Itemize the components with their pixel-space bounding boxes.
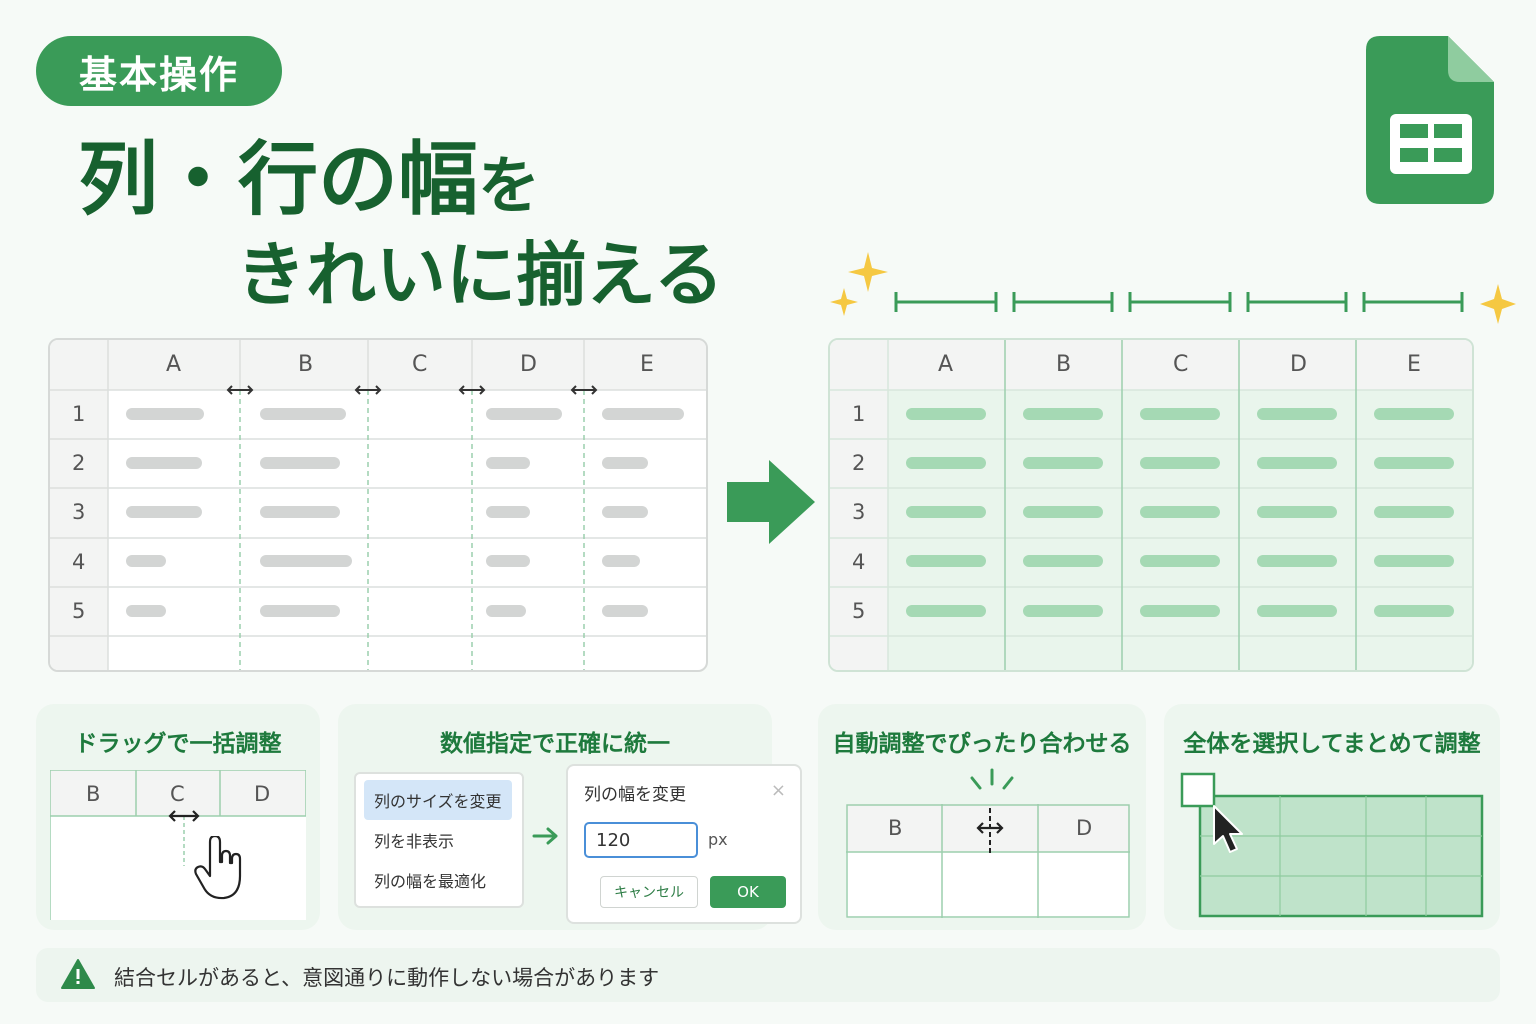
sparkle-icon — [1480, 284, 1516, 328]
row-header-1: 1 — [852, 402, 866, 426]
context-menu: 列のサイズを変更 列を非表示 列の幅を最適化 — [354, 772, 524, 908]
column-header-b: B — [1056, 352, 1072, 377]
unit-label: px — [708, 830, 728, 849]
row-header-4: 4 — [72, 550, 86, 574]
column-header-a: A — [938, 352, 954, 377]
arrow-right-icon — [532, 826, 560, 850]
row-header-3: 3 — [72, 500, 86, 524]
column-header-d: D — [520, 352, 537, 377]
close-icon[interactable]: × — [770, 780, 786, 801]
column-header-b: B — [888, 816, 903, 840]
card-title: 自動調整でぴったり合わせる — [832, 731, 1132, 757]
double-click-burst-icon — [964, 766, 1020, 800]
row-header-4: 4 — [852, 550, 866, 574]
column-width-input[interactable]: 120 — [584, 822, 698, 858]
card-title: ドラッグで一括調整 — [74, 731, 282, 757]
column-header-e: E — [1407, 352, 1421, 377]
sparkle-icon — [830, 252, 890, 326]
select-all-card: 全体を選択してまとめて調整 — [1164, 704, 1500, 930]
mouse-pointer-icon — [1210, 804, 1250, 862]
auto-fit-card: 自動調整でぴったり合わせる B D — [818, 704, 1146, 930]
ok-button[interactable]: OK — [710, 876, 786, 908]
column-header-d: D — [1290, 352, 1307, 377]
column-header-a: A — [166, 352, 182, 377]
title-tail: を — [478, 149, 541, 222]
warning-text: 結合セルがあると、意図通りに動作しない場合があります — [114, 966, 660, 990]
menu-item-hide-column[interactable]: 列を非表示 — [374, 832, 455, 851]
numeric-adjust-card: 数値指定で正確に統一 列のサイズを変更 列を非表示 列の幅を最適化 列の幅を変更… — [338, 704, 802, 930]
warning-banner: 結合セルがあると、意図通りに動作しない場合があります — [36, 948, 1500, 1002]
title-main: 列・行の幅 — [78, 133, 478, 226]
dialog-title: 列の幅を変更 — [584, 785, 686, 805]
column-header-c: C — [170, 782, 185, 806]
selected-grid — [1180, 772, 1486, 924]
after-spreadsheet: A B C D E 1 2 3 4 5 — [828, 338, 1474, 672]
column-width-dialog: 列の幅を変更 × 120 px キャンセル OK — [566, 764, 802, 924]
row-header-5: 5 — [72, 599, 86, 623]
cancel-button[interactable]: キャンセル — [600, 876, 698, 908]
page-title-line2: きれいに揃える — [236, 234, 724, 316]
row-header-5: 5 — [852, 599, 866, 623]
row-header-1: 1 — [72, 402, 86, 426]
column-header-d: D — [1076, 816, 1093, 840]
card-title: 数値指定で正確に統一 — [440, 731, 670, 757]
category-badge: 基本操作 — [36, 36, 282, 106]
row-header-2: 2 — [852, 451, 866, 475]
column-header-d: D — [254, 782, 271, 806]
column-header-c: C — [1173, 352, 1189, 377]
before-spreadsheet: A B C D E 1 2 3 4 5 — [48, 338, 708, 672]
page-title-line1: 列・行の幅を — [78, 140, 540, 220]
card-title: 全体を選択してまとめて調整 — [1183, 731, 1481, 757]
row-header-2: 2 — [72, 451, 86, 475]
menu-item-fit-column[interactable]: 列の幅を最適化 — [374, 872, 487, 891]
menu-item-resize-column[interactable]: 列のサイズを変更 — [364, 780, 512, 820]
google-sheets-icon — [1366, 36, 1494, 204]
equal-width-markers — [890, 288, 1470, 322]
drag-adjust-card: ドラッグで一括調整 B C D — [36, 704, 320, 930]
mini-sheet: B D — [846, 804, 1130, 918]
hand-cursor-icon — [194, 834, 248, 904]
row-header-3: 3 — [852, 500, 866, 524]
column-header-b: B — [298, 352, 314, 377]
arrow-right-icon — [727, 460, 815, 548]
mini-sheet: B C D — [49, 769, 307, 920]
column-header-b: B — [86, 782, 101, 806]
column-header-e: E — [640, 352, 654, 377]
column-header-c: C — [412, 352, 428, 377]
warning-icon — [60, 958, 96, 994]
